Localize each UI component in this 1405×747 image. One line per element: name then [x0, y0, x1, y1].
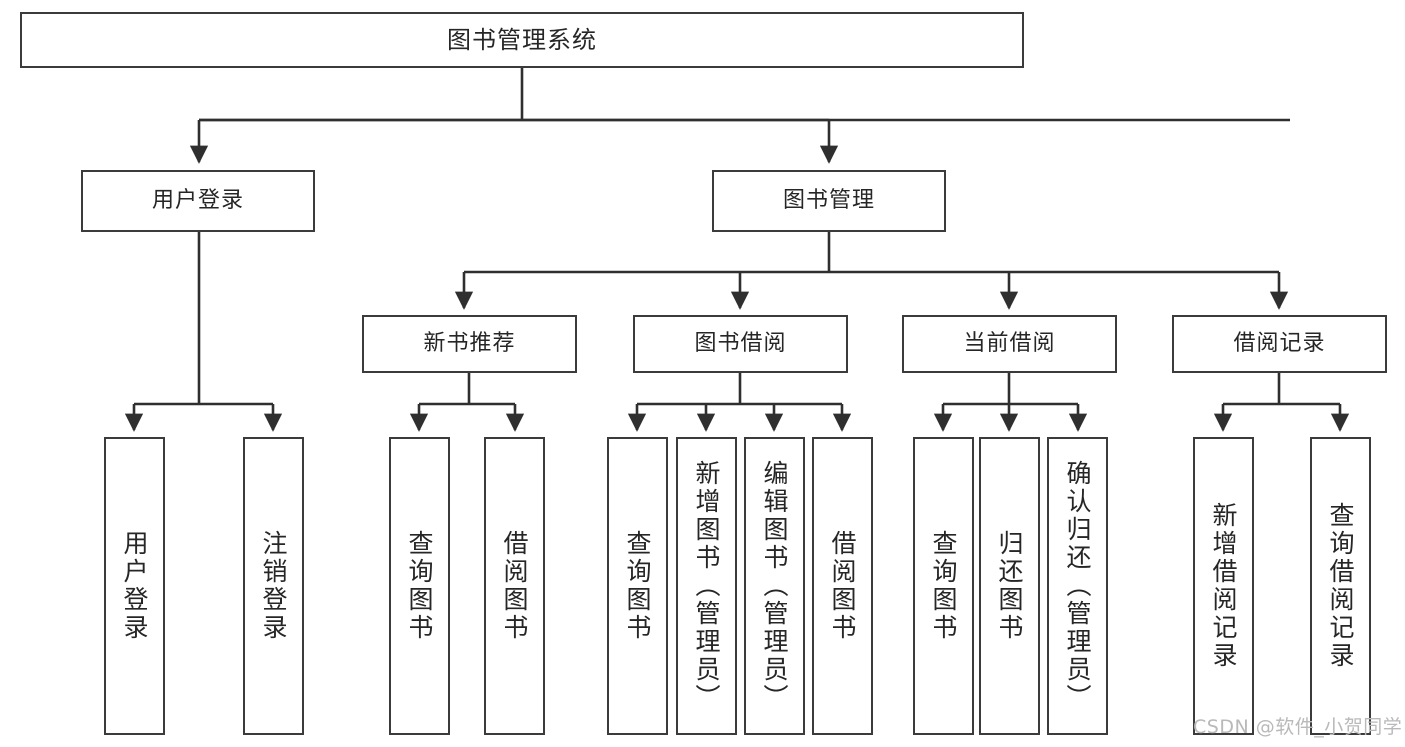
- node-label: 归还图书: [995, 530, 1024, 642]
- node-borrow-record[interactable]: 借阅记录: [1172, 315, 1387, 373]
- leaf-add-book-admin[interactable]: 新增图书（管理员）: [676, 437, 737, 735]
- node-label: 借阅图书: [828, 530, 857, 642]
- node-book-management[interactable]: 图书管理: [712, 170, 946, 232]
- node-label: 查询图书: [929, 530, 958, 642]
- node-label: 注销登录: [259, 530, 288, 642]
- leaf-borrow-book[interactable]: 借阅图书: [812, 437, 873, 735]
- node-current-borrow[interactable]: 当前借阅: [902, 315, 1117, 373]
- leaf-confirm-return-admin[interactable]: 确认归还（管理员）: [1047, 437, 1108, 735]
- leaf-user-login[interactable]: 用户登录: [104, 437, 165, 735]
- node-label: 借阅图书: [500, 530, 529, 642]
- node-label: 查询图书: [405, 530, 434, 642]
- leaf-query-borrow-record[interactable]: 查询借阅记录: [1310, 437, 1371, 735]
- node-root-book-management-system[interactable]: 图书管理系统: [20, 12, 1024, 68]
- node-label: 用户登录: [120, 530, 149, 642]
- leaf-query-book-borrow[interactable]: 查询图书: [607, 437, 668, 735]
- node-label: 新增借阅记录: [1209, 502, 1238, 670]
- leaf-borrow-book-recommend[interactable]: 借阅图书: [484, 437, 545, 735]
- leaf-return-book[interactable]: 归还图书: [979, 437, 1040, 735]
- leaf-logout[interactable]: 注销登录: [243, 437, 304, 735]
- node-label: 查询借阅记录: [1326, 502, 1355, 670]
- leaf-query-book-recommend[interactable]: 查询图书: [389, 437, 450, 735]
- node-label: 确认归还（管理员）: [1063, 460, 1092, 712]
- node-label: 图书管理系统: [447, 25, 597, 54]
- node-user-login[interactable]: 用户登录: [81, 170, 315, 232]
- node-new-book-recommend[interactable]: 新书推荐: [362, 315, 577, 373]
- node-label: 新书推荐: [423, 331, 516, 357]
- node-label: 借阅记录: [1233, 331, 1326, 357]
- node-label: 用户登录: [151, 188, 244, 214]
- leaf-edit-book-admin[interactable]: 编辑图书（管理员）: [744, 437, 805, 735]
- node-label: 编辑图书（管理员）: [760, 460, 789, 712]
- node-book-borrow[interactable]: 图书借阅: [633, 315, 848, 373]
- leaf-query-book-current[interactable]: 查询图书: [913, 437, 974, 735]
- leaf-add-borrow-record[interactable]: 新增借阅记录: [1193, 437, 1254, 735]
- node-label: 查询图书: [623, 530, 652, 642]
- node-label: 图书管理: [782, 188, 875, 214]
- watermark: CSDN @软件_小贺同学: [1193, 716, 1403, 738]
- node-label: 新增图书（管理员）: [692, 460, 721, 712]
- node-label: 图书借阅: [694, 331, 787, 357]
- node-label: 当前借阅: [963, 331, 1056, 357]
